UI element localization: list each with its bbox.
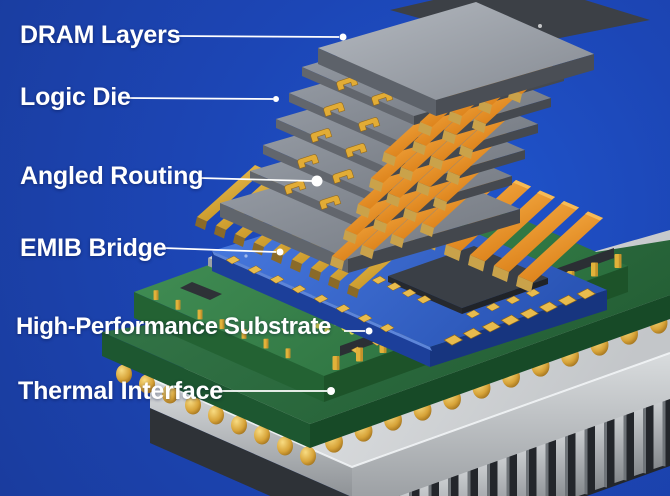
label-dram-layers: DRAM Layers [20,21,181,49]
leader-dot-thermal-interface [327,387,335,395]
label-logic-die: Logic Die [20,83,131,111]
top-lid-plate [318,2,594,116]
leader-dot-angled-routing [311,175,323,187]
leader-line-angled-routing [199,177,313,182]
dram-stack [250,0,650,270]
leader-dot-logic-die [273,96,279,102]
leader-line-logic-die [126,97,274,100]
leader-dot-dram-layers [339,33,347,41]
leader-dot-emib-bridge [276,248,284,256]
label-emib-bridge: EMIB Bridge [20,234,167,262]
leader-lines [126,33,373,395]
leader-dot-substrate [365,327,373,335]
label-angled-routing: Angled Routing [20,162,204,190]
leader-line-emib-bridge [162,247,277,253]
label-thermal-interface: Thermal Interface [18,377,224,405]
leader-line-dram-layers [175,35,340,38]
label-high-performance-substrate: High-Performance Substrate [16,313,332,340]
